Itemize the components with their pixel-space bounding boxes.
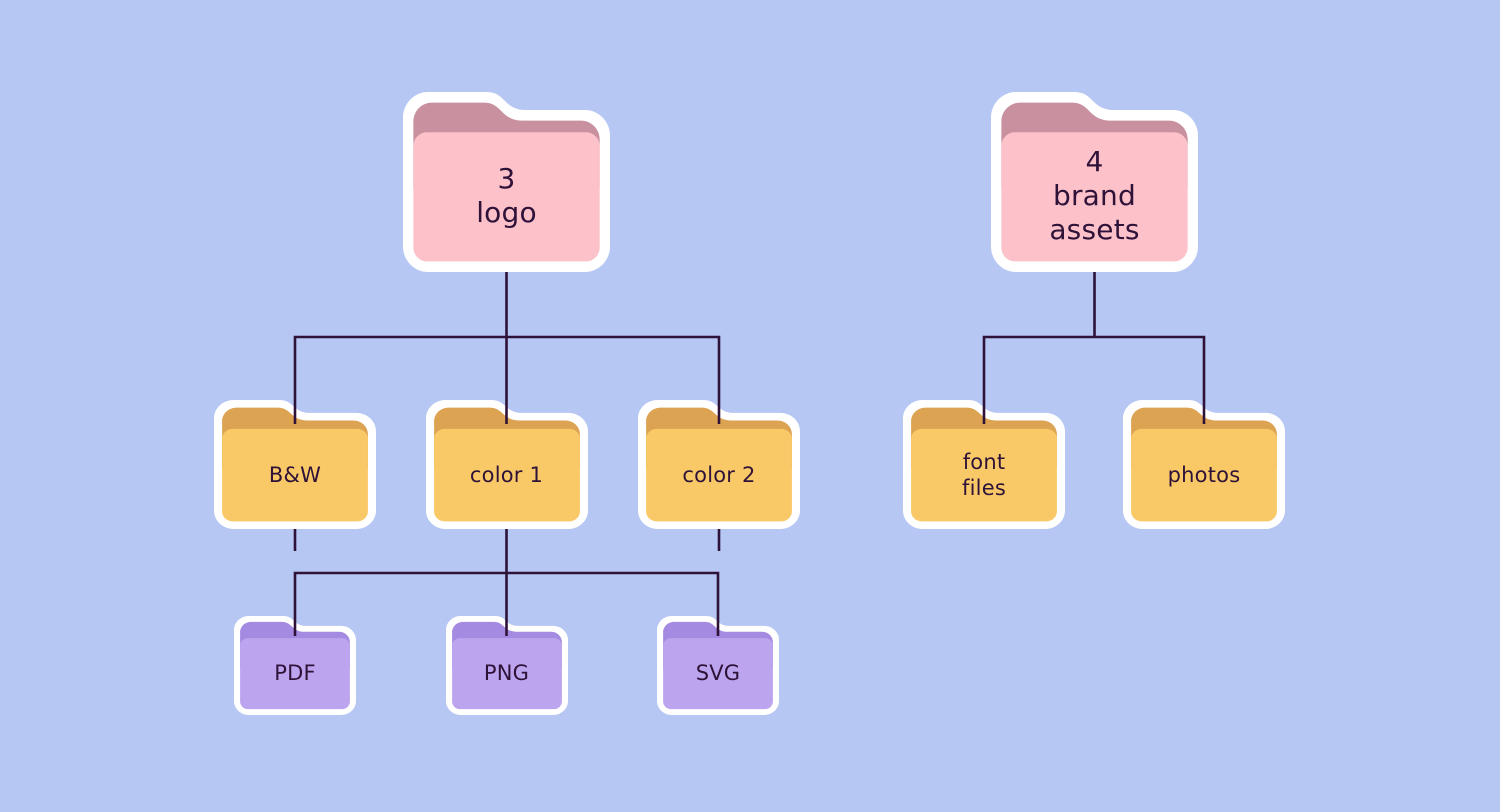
folder-node-color2[interactable]: color 2	[638, 400, 800, 529]
folder-node-pdf[interactable]: PDF	[234, 616, 356, 715]
folder-node-svg[interactable]: SVG	[657, 616, 779, 715]
folder-label-bw: B&W	[268, 462, 322, 487]
folder-node-png[interactable]: PNG	[445, 616, 568, 715]
folder-label-pdf: PDF	[274, 661, 316, 686]
folder-node-photos[interactable]: photos	[1123, 400, 1285, 529]
folder-label-logo: 3 logo	[476, 162, 537, 230]
folder-label-photos: photos	[1167, 462, 1241, 487]
folder-icon	[991, 92, 1198, 272]
folder-icon	[403, 92, 610, 272]
folder-label-color1: color 1	[469, 462, 544, 487]
folder-label-color2: color 2	[682, 462, 756, 487]
folder-icon	[903, 400, 1065, 529]
folder-label-font-files: font files	[962, 449, 1006, 500]
folder-node-bw[interactable]: B&W	[214, 400, 376, 529]
folder-label-svg: SVG	[695, 661, 741, 686]
folder-node-logo[interactable]: 3 logo	[403, 92, 610, 272]
folder-icon	[234, 616, 356, 715]
folder-node-font-files[interactable]: font files	[903, 400, 1065, 529]
folder-node-color1[interactable]: color 1	[425, 400, 588, 529]
folder-node-brand-assets[interactable]: 4 brand assets	[991, 92, 1198, 272]
folder-label-png: PNG	[483, 661, 530, 686]
folder-label-brand-assets: 4 brand assets	[1049, 145, 1140, 247]
